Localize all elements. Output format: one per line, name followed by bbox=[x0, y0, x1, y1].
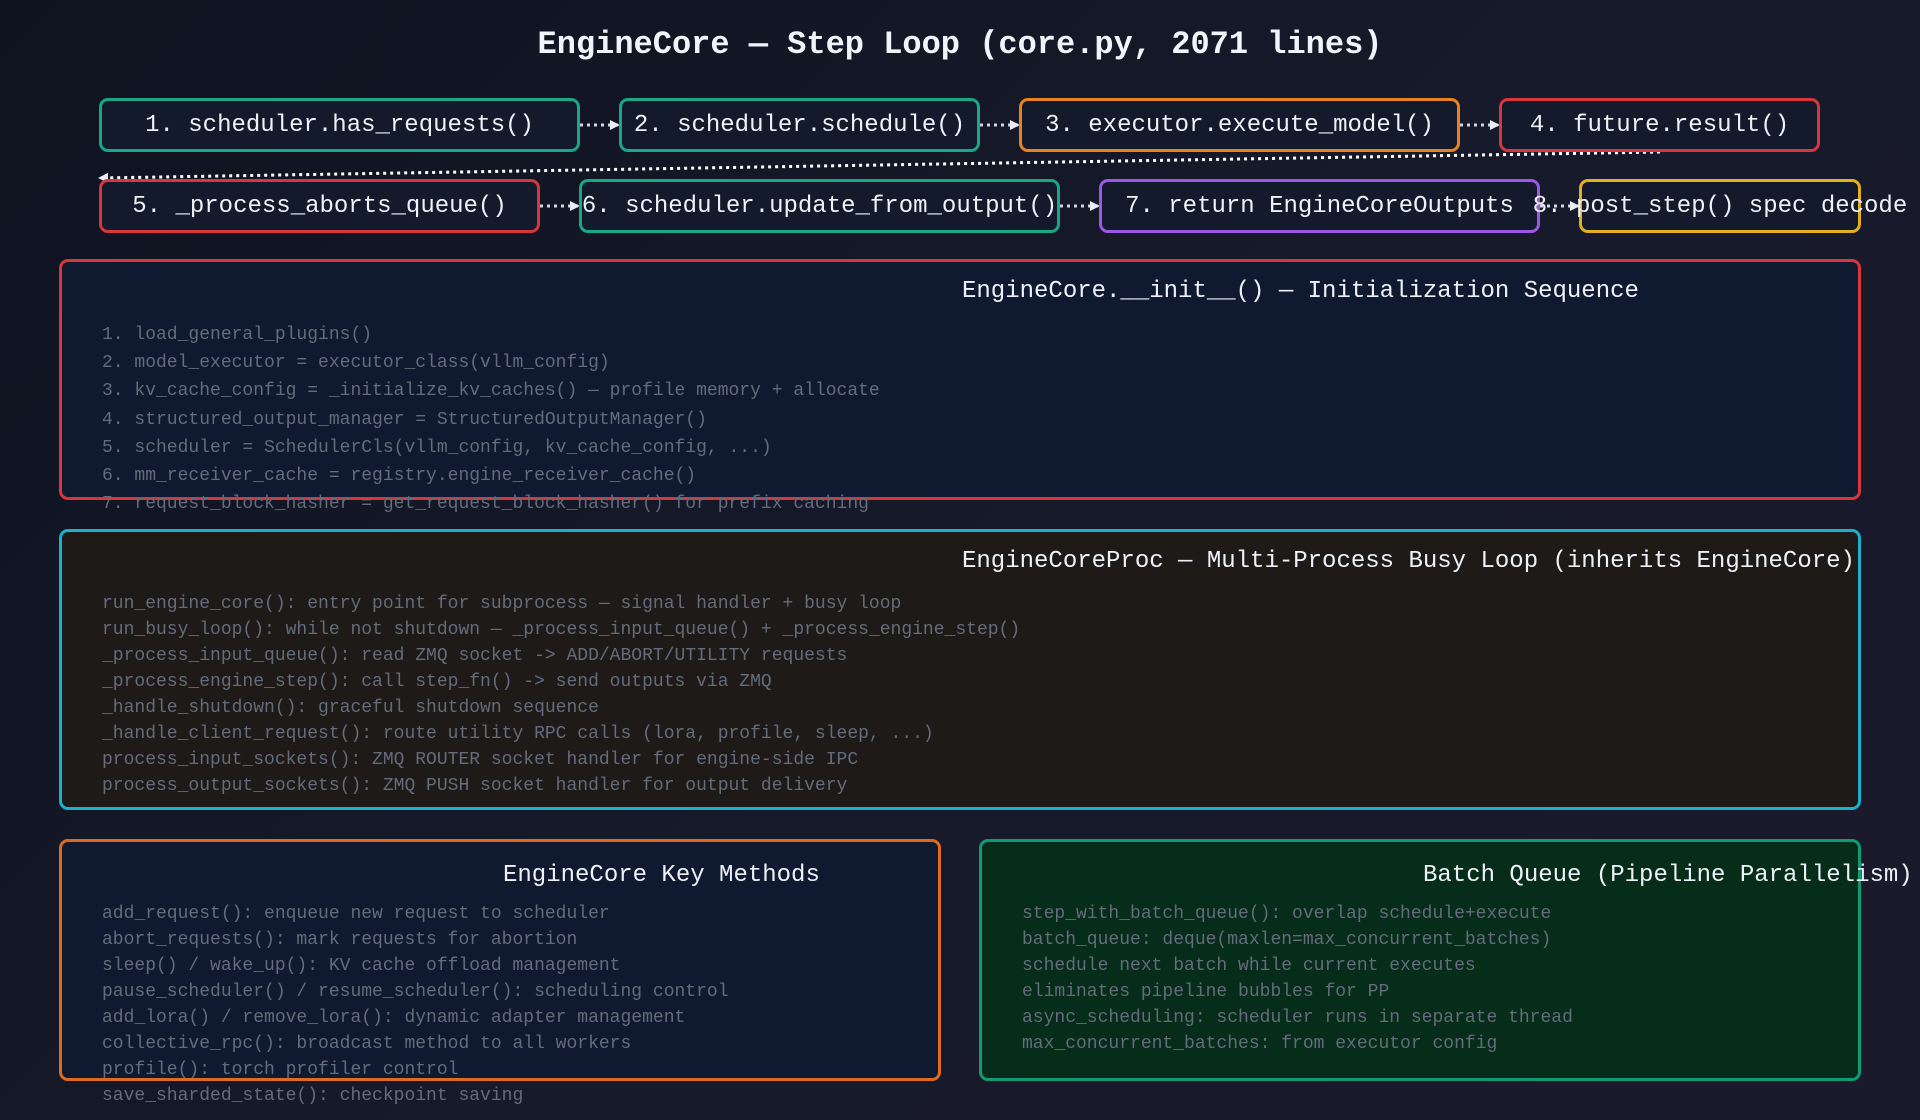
list-item: run_busy_loop(): while not shutdown — _p… bbox=[102, 620, 1021, 640]
step-7-label: 7. return EngineCoreOutputs bbox=[1125, 192, 1514, 220]
list-item: 1. load_general_plugins() bbox=[102, 325, 373, 345]
step-3-execute-model: 3. executor.execute_model() bbox=[1019, 98, 1460, 152]
batch-queue-list: step_with_batch_queue(): overlap schedul… bbox=[1022, 901, 1573, 1057]
list-item: 7. request_block_hasher = get_request_bl… bbox=[102, 494, 869, 515]
step-6-label: 6. scheduler.update_from_output() bbox=[581, 192, 1058, 220]
list-item: collective_rpc(): broadcast method to al… bbox=[102, 1034, 632, 1054]
init-panel-title: EngineCore.__init__() — Initialization S… bbox=[962, 278, 1639, 305]
step-3-label: 3. executor.execute_model() bbox=[1045, 111, 1434, 139]
step-6-update-from-output: 6. scheduler.update_from_output() bbox=[579, 179, 1060, 233]
list-item: run_engine_core(): entry point for subpr… bbox=[102, 594, 902, 614]
list-item: _process_engine_step(): call step_fn() -… bbox=[102, 672, 772, 692]
batch-queue-panel-title: Batch Queue (Pipeline Parallelism) bbox=[1423, 862, 1913, 889]
list-item: process_output_sockets(): ZMQ PUSH socke… bbox=[102, 776, 848, 796]
step-2-label: 2. scheduler.schedule() bbox=[633, 111, 966, 139]
busy-loop-panel: EngineCoreProc — Multi-Process Busy Loop… bbox=[59, 529, 1861, 810]
list-item: 3. kv_cache_config = _initialize_kv_cach… bbox=[102, 381, 880, 402]
step-7-return-outputs: 7. return EngineCoreOutputs bbox=[1099, 179, 1540, 233]
key-methods-list: add_request(): enqueue new request to sc… bbox=[102, 901, 729, 1109]
key-methods-panel: EngineCore Key Methods add_request(): en… bbox=[59, 839, 941, 1106]
step-5-label: 5. _process_aborts_queue() bbox=[132, 192, 507, 220]
step-1-has-requests: 1. scheduler.has_requests() bbox=[99, 98, 580, 152]
step-1-label: 1. scheduler.has_requests() bbox=[145, 111, 534, 139]
step-5-process-aborts: 5. _process_aborts_queue() bbox=[99, 179, 540, 233]
list-item: sleep() / wake_up(): KV cache offload ma… bbox=[102, 956, 621, 976]
step-4-label: 4. future.result() bbox=[1529, 111, 1790, 139]
diagram-title: EngineCore — Step Loop (core.py, 2071 li… bbox=[537, 26, 1383, 63]
list-item: max_concurrent_batches: from executor co… bbox=[1022, 1034, 1498, 1054]
list-item: profile(): torch profiler control bbox=[102, 1060, 459, 1080]
step-8-label: 8. post_step() spec decode bbox=[1532, 192, 1908, 220]
list-item: batch_queue: deque(maxlen=max_concurrent… bbox=[1022, 930, 1552, 950]
init-steps-list: 1. load_general_plugins() 2. model_execu… bbox=[102, 321, 880, 518]
busy-loop-list: run_engine_core(): entry point for subpr… bbox=[102, 591, 1020, 799]
list-item: add_lora() / remove_lora(): dynamic adap… bbox=[102, 1008, 686, 1028]
step-8-post-step: 8. post_step() spec decode bbox=[1533, 179, 1907, 233]
list-item: _handle_shutdown(): graceful shutdown se… bbox=[102, 698, 599, 718]
list-item: step_with_batch_queue(): overlap schedul… bbox=[1022, 904, 1552, 924]
arrow-4-to-5 bbox=[98, 150, 1661, 183]
batch-queue-panel: Batch Queue (Pipeline Parallelism) step_… bbox=[979, 839, 1913, 1081]
list-item: _process_input_queue(): read ZMQ socket … bbox=[102, 646, 848, 666]
init-sequence-panel: EngineCore.__init__() — Initialization S… bbox=[59, 259, 1861, 514]
list-item: add_request(): enqueue new request to sc… bbox=[102, 904, 610, 924]
key-methods-panel-title: EngineCore Key Methods bbox=[503, 862, 820, 889]
list-item: pause_scheduler() / resume_scheduler(): … bbox=[102, 982, 729, 1002]
list-item: schedule next batch while current execut… bbox=[1022, 956, 1476, 976]
list-item: abort_requests(): mark requests for abor… bbox=[102, 930, 578, 950]
list-item: process_input_sockets(): ZMQ ROUTER sock… bbox=[102, 750, 859, 770]
list-item: eliminates pipeline bubbles for PP bbox=[1022, 982, 1390, 1002]
list-item: 5. scheduler = SchedulerCls(vllm_config,… bbox=[102, 437, 772, 458]
list-item: save_sharded_state(): checkpoint saving bbox=[102, 1086, 524, 1106]
list-item: 6. mm_receiver_cache = registry.engine_r… bbox=[102, 466, 697, 487]
list-item: 2. model_executor = executor_class(vllm_… bbox=[102, 353, 610, 374]
step-2-schedule: 2. scheduler.schedule() bbox=[619, 98, 980, 152]
list-item: async_scheduling: scheduler runs in sepa… bbox=[1022, 1008, 1573, 1028]
list-item: 4. structured_output_manager = Structure… bbox=[102, 409, 707, 430]
step-4-future-result: 4. future.result() bbox=[1499, 98, 1820, 152]
list-item: _handle_client_request(): route utility … bbox=[102, 724, 934, 744]
busy-loop-panel-title: EngineCoreProc — Multi-Process Busy Loop… bbox=[962, 548, 1855, 575]
